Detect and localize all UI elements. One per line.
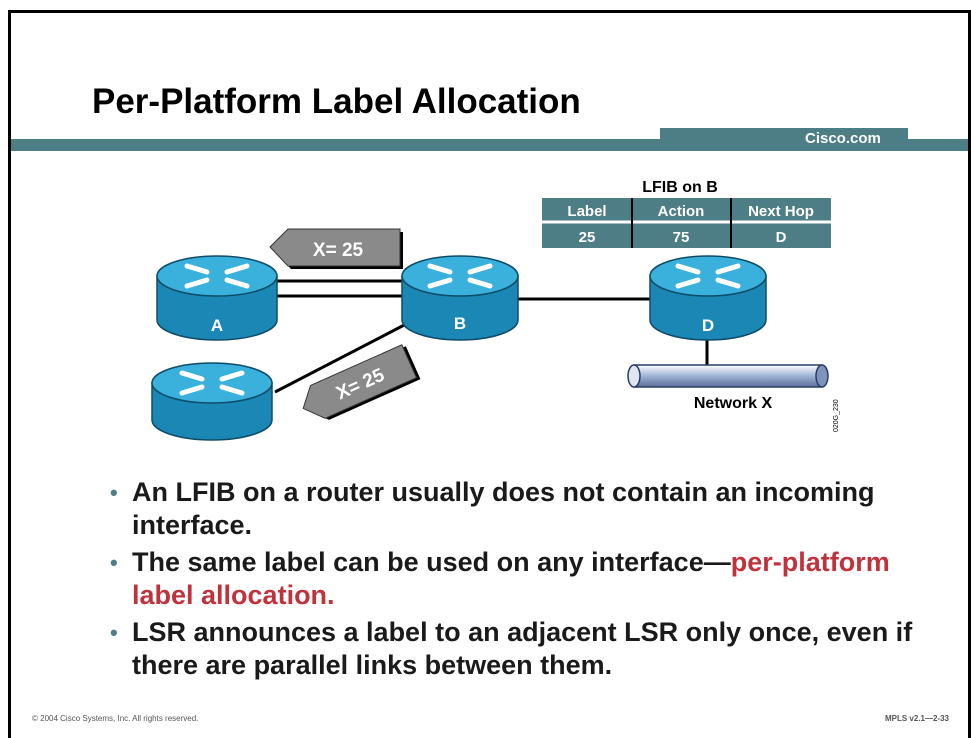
router-a[interactable]: A: [156, 255, 278, 341]
router-arrows-icon: [179, 370, 245, 396]
label-tag-bottom: X= 25: [302, 344, 421, 420]
router-arrows-icon: [184, 263, 250, 289]
frame-right-border: [968, 10, 971, 738]
network-x-pipe: [627, 364, 829, 388]
router-b-label: B: [454, 314, 466, 333]
brand-label: Cisco.com: [805, 130, 881, 147]
router-a-label: A: [211, 316, 223, 335]
lfib-cell-next-hop: D: [776, 229, 787, 246]
bullet-dot-icon: •: [110, 480, 118, 505]
bullet-text: An LFIB on a router usually does not con…: [132, 477, 875, 540]
router-b[interactable]: B: [401, 255, 519, 341]
links: [274, 279, 709, 394]
lfib-table: LFIB on B Label Action Next Hop 25 75 D: [542, 179, 831, 248]
bullet-list: • An LFIB on a router usually does not c…: [110, 476, 930, 686]
bullet-item: • LSR announces a label to an adjacent L…: [110, 616, 930, 682]
course-code-footer: MPLS v2.1—2-33: [884, 714, 949, 723]
router-c[interactable]: [151, 362, 273, 441]
slide-title: Per-Platform Label Allocation: [92, 82, 581, 121]
network-x-label: Network X: [694, 395, 773, 412]
brand-strip: [660, 128, 908, 151]
bullet-dot-icon: •: [110, 620, 118, 645]
link-c-b: [274, 320, 411, 394]
lfib-title: LFIB on B: [642, 179, 718, 196]
bullet-text: The same label can be used on any interf…: [132, 547, 731, 577]
label-tag-top-text: X= 25: [313, 240, 364, 261]
bullet-item: • An LFIB on a router usually does not c…: [110, 476, 930, 542]
bullet-text: LSR announces a label to an adjacent LSR…: [132, 617, 913, 680]
label-tag-top: X= 25: [269, 228, 403, 269]
router-d-label: D: [702, 316, 714, 335]
router-arrows-icon: [675, 263, 741, 289]
router-arrows-icon: [427, 263, 493, 289]
lfib-cell-label: 25: [579, 229, 596, 246]
bullet-highlight: per-platform label allocation.: [132, 547, 890, 610]
bullet-item: • The same label can be used on any inte…: [110, 546, 930, 612]
frame-top-border: [8, 10, 971, 13]
lfib-cell-action: 75: [673, 229, 690, 246]
frame-left-border: [8, 10, 11, 738]
bullet-dot-icon: •: [110, 550, 118, 575]
lfib-header-label: Label: [567, 203, 606, 220]
lfib-header-next-hop: Next Hop: [748, 203, 814, 220]
lfib-header-action: Action: [658, 203, 705, 220]
router-d[interactable]: D: [649, 255, 767, 341]
figure-id: 020G_230: [833, 399, 840, 432]
copyright-footer: © 2004 Cisco Systems, Inc. All rights re…: [32, 714, 199, 723]
